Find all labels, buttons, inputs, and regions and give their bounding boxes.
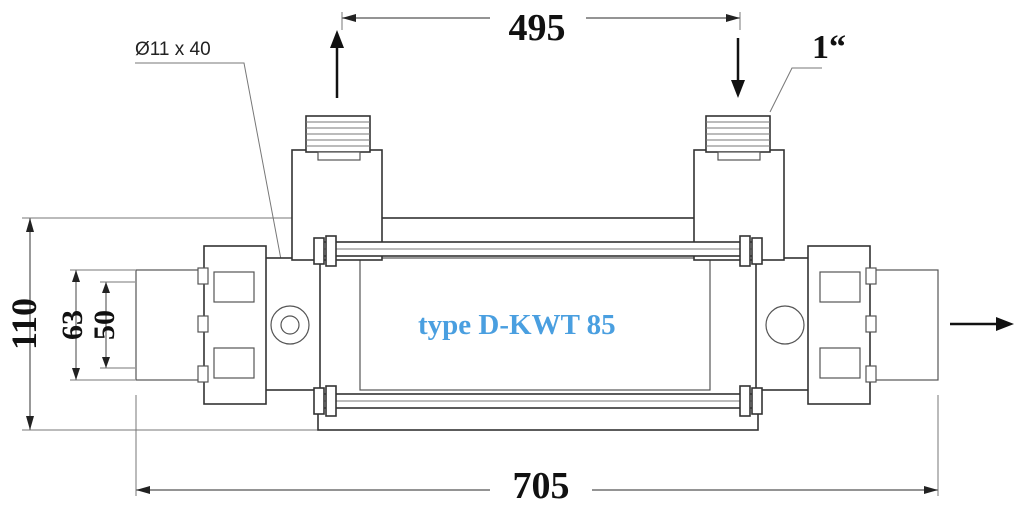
- dim-50-label: 50: [88, 310, 121, 340]
- inner-tube: [359, 257, 711, 391]
- right-thread-connector: [705, 115, 771, 161]
- thread-leader: [769, 67, 822, 113]
- dim-705-line: [135, 395, 939, 496]
- hole-leader: [135, 62, 293, 319]
- arrow-up-icon: [330, 30, 344, 98]
- dim-110-line: [22, 217, 345, 431]
- left-pipe-stub: [135, 269, 207, 381]
- left-thread-connector: [305, 115, 371, 161]
- arrow-down-icon: [731, 38, 745, 98]
- dim-110-label: 110: [4, 298, 44, 350]
- bottom-tie-rod: [313, 385, 763, 417]
- hole-label: Ø11 x 40: [135, 39, 211, 60]
- dim-495-label: 495: [509, 7, 566, 49]
- type-label: type D-KWT 85: [418, 309, 616, 341]
- arrow-right-outlet-icon: [950, 317, 1014, 331]
- right-flange: [807, 245, 877, 405]
- dim-63-label: 63: [56, 310, 89, 340]
- top-tie-rod: [313, 235, 763, 267]
- dim-50-line: [100, 281, 135, 369]
- right-mounting-hole: [765, 305, 805, 345]
- right-pipe-stub: [867, 269, 939, 381]
- left-mounting-hole-inner: [280, 315, 300, 335]
- left-flange: [197, 245, 267, 405]
- dim-705-label: 705: [513, 465, 570, 507]
- dim-63-line: [70, 269, 135, 381]
- thread-label: 1“: [812, 29, 846, 66]
- dim-495-line: [341, 12, 741, 30]
